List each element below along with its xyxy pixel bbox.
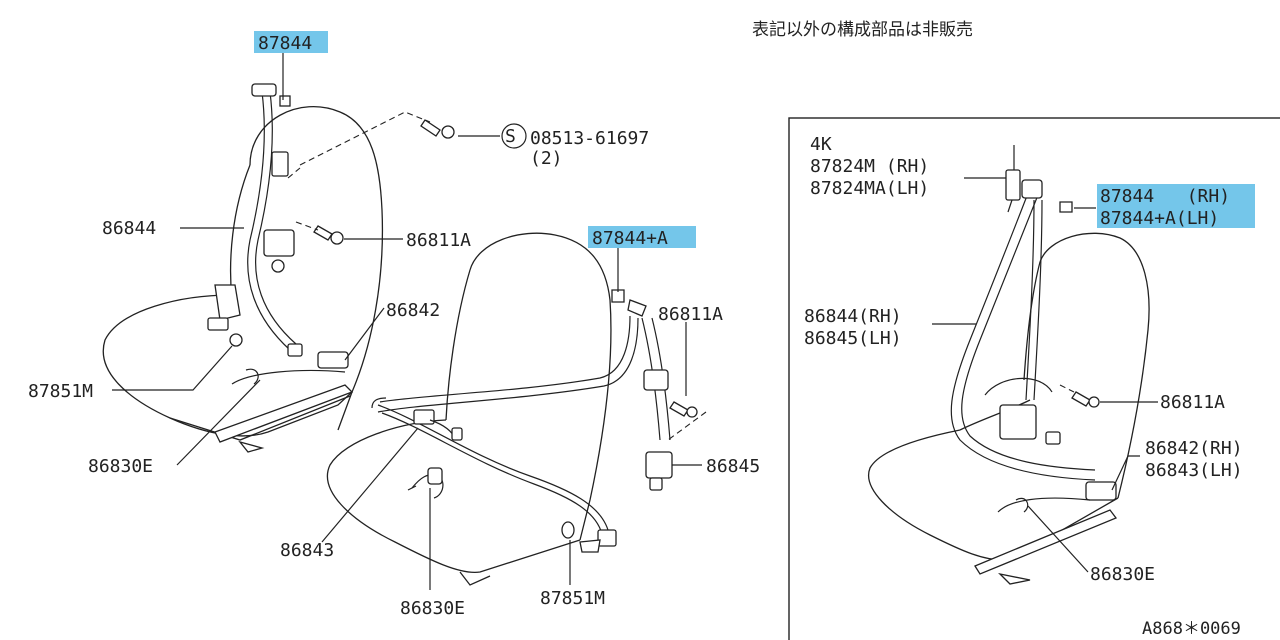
label-87844a: 87844+A: [592, 228, 668, 249]
inset-title-4k: 4K: [810, 134, 832, 155]
label-08513-61697: 08513-61697: [530, 128, 649, 149]
label-86843: 86843: [280, 540, 334, 561]
label-87851m-left: 87851M: [28, 381, 93, 402]
inset-part-labels: 4K 87824M (RH) 87824MA(LH) 87844 (RH) 87…: [804, 134, 1255, 585]
label-86842: 86842: [386, 300, 440, 321]
middle-part-labels: 87844+A 86811A 86845 86843 86830E 87851M: [280, 226, 760, 619]
label-87844a-lh: 87844+A(LH): [1100, 208, 1219, 229]
label-86811a-left: 86811A: [406, 230, 471, 251]
label-87824ma-lh: 87824MA(LH): [810, 178, 929, 199]
label-86842-rh: 86842(RH): [1145, 438, 1243, 459]
middle-leader-lines: [321, 248, 707, 590]
inset-seat-drawing: [868, 145, 1150, 585]
left-leader-lines: [112, 52, 527, 466]
label-87851m-mid: 87851M: [540, 588, 605, 609]
label-86845: 86845: [706, 456, 760, 477]
label-08513-qty: (2): [530, 148, 563, 169]
inset-leader-lines: [932, 177, 1158, 573]
label-86830e-left: 86830E: [88, 456, 153, 477]
label-87824m-rh: 87824M (RH): [810, 156, 929, 177]
diagram-code: A868＊0069: [1142, 619, 1241, 639]
label-86830e-mid: 86830E: [400, 598, 465, 619]
label-86843-lh: 86843(LH): [1145, 460, 1243, 481]
label-86811a-inset: 86811A: [1160, 392, 1225, 413]
left-seat-drawing: [102, 83, 455, 453]
non-sale-note: 表記以外の構成部品は非販売: [752, 20, 973, 40]
label-86844-rh: 86844(RH): [804, 306, 902, 327]
label-86811a-mid: 86811A: [658, 304, 723, 325]
s-symbol-icon: S: [505, 126, 516, 147]
middle-seat-drawing: [326, 232, 698, 586]
label-87844: 87844: [258, 33, 312, 54]
inset-frame: [788, 117, 1280, 640]
label-86830e-inset: 86830E: [1090, 564, 1155, 585]
label-86844: 86844: [102, 218, 156, 239]
label-86845-lh: 86845(LH): [804, 328, 902, 349]
label-87844-rh: 87844 (RH): [1100, 186, 1230, 207]
left-part-labels: 87844 S 08513-61697 (2) 86844 86811A 868…: [28, 31, 649, 477]
